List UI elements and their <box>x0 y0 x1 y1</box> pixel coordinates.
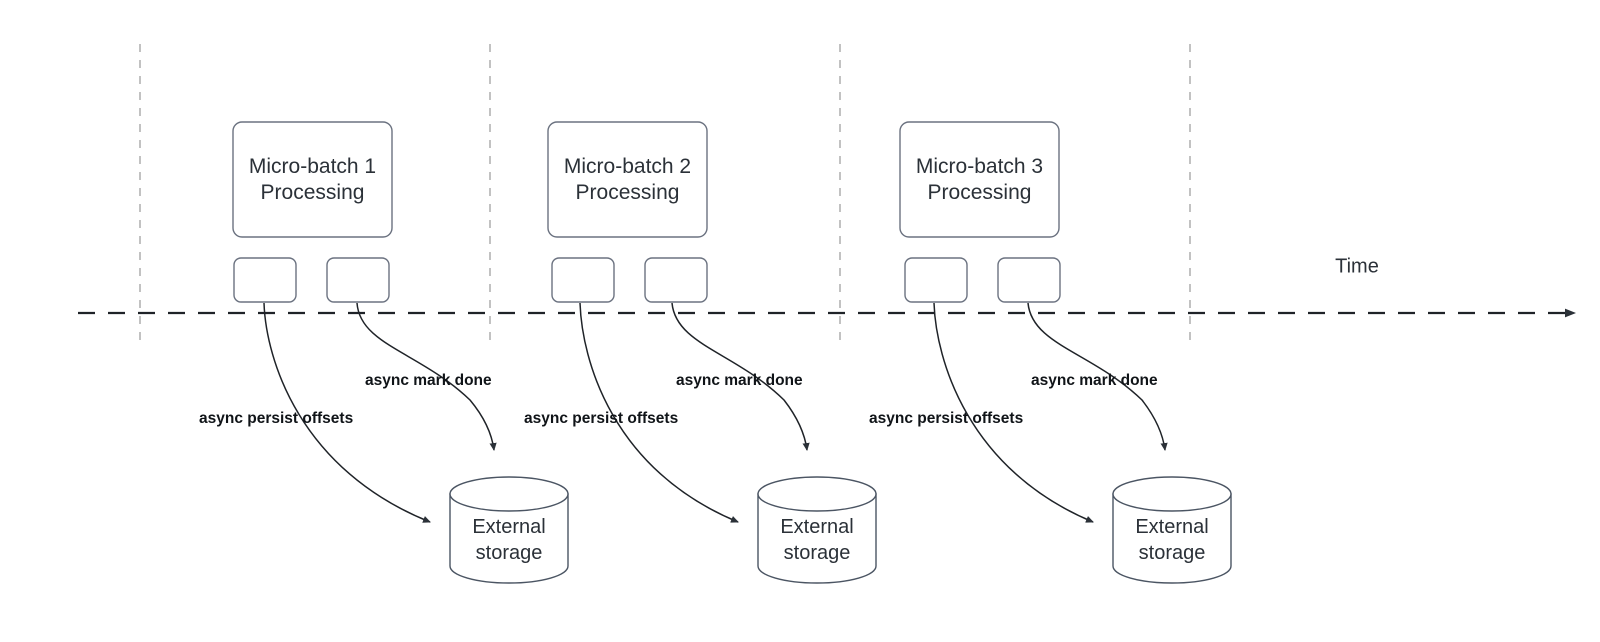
micro-batch-3-storage-label-line1: External <box>1135 516 1208 538</box>
micro-batch-3-mark-done-task[interactable] <box>997 257 1061 303</box>
micro-batch-3-title-line2: Processing <box>928 181 1032 204</box>
micro-batch-1-processing-box[interactable] <box>232 121 393 238</box>
micro-batch-3-title-line1: Micro-batch 3 <box>916 155 1043 178</box>
micro-batch-3-persist-offsets-edge <box>933 302 1094 523</box>
micro-batch-3-storage-label-line2: storage <box>1139 542 1206 564</box>
micro-batch-2-title-line1: Micro-batch 2 <box>564 155 691 178</box>
micro-batch-2-storage-label-line2: storage <box>784 542 851 564</box>
micro-batch-2-mark-done-edge <box>671 302 810 451</box>
micro-batch-3-storage-cylinder-body[interactable] <box>1112 493 1232 584</box>
micro-batch-2-storage-cylinder-body[interactable] <box>757 493 877 584</box>
micro-batch-2-storage-cylinder-top <box>757 476 877 512</box>
micro-batch-3-async-persist-offsets-label: async persist offsets <box>869 410 1023 427</box>
micro-batch-3-persist-offsets-task[interactable] <box>904 257 968 303</box>
micro-batch-1-mark-done-edge <box>356 302 497 451</box>
micro-batch-1-mark-done-task[interactable] <box>326 257 390 303</box>
micro-batch-1-persist-offsets-task[interactable] <box>233 257 297 303</box>
micro-batch-2-title-line2: Processing <box>576 181 680 204</box>
micro-batch-1-storage-label-line2: storage <box>476 542 543 564</box>
micro-batch-2-async-persist-offsets-label: async persist offsets <box>524 410 678 427</box>
time-axis-label: Time <box>1335 255 1379 277</box>
micro-batch-3-mark-done-edge <box>1027 302 1168 451</box>
timeline-axis: Time <box>78 255 1576 318</box>
micro-batch-3-storage-cylinder-top <box>1112 476 1232 512</box>
micro-batch-2-async-mark-done-label: async mark done <box>676 372 803 389</box>
timeline-tick-lines <box>139 44 1191 340</box>
micro-batch-3-async-mark-done-label: async mark done <box>1031 372 1158 389</box>
micro-batch-1-async-persist-offsets-label: async persist offsets <box>199 410 353 427</box>
micro-batch-2-mark-done-task[interactable] <box>644 257 708 303</box>
micro-batch-2-persist-offsets-edge <box>579 302 739 523</box>
micro-batch-1-title-line2: Processing <box>261 181 365 204</box>
micro-batch-1-persist-offsets-edge <box>263 302 431 523</box>
micro-batch-2-processing-box[interactable] <box>547 121 708 238</box>
micro-batch-3-processing-box[interactable] <box>899 121 1060 238</box>
micro-batch-1-storage-cylinder-body[interactable] <box>449 493 569 584</box>
micro-batch-1-storage-cylinder-top <box>449 476 569 512</box>
micro-batch-2-persist-offsets-task[interactable] <box>551 257 615 303</box>
micro-batch-1-async-mark-done-label: async mark done <box>365 372 492 389</box>
micro-batch-1-storage-label-line1: External <box>472 516 545 538</box>
micro-batch-1-title-line1: Micro-batch 1 <box>249 155 376 178</box>
micro-batch-2-storage-label-line1: External <box>780 516 853 538</box>
